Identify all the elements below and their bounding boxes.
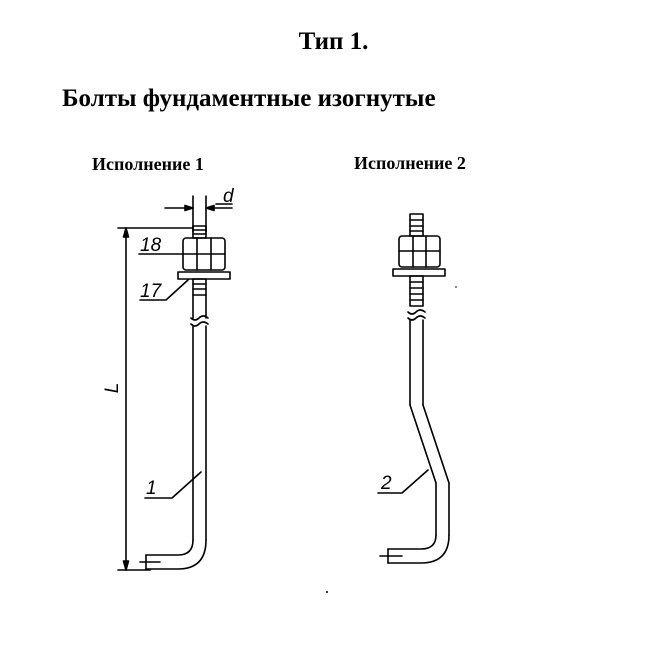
bent-foot-2 xyxy=(379,534,450,564)
label-bolt-1: 1 xyxy=(146,478,157,499)
leader-line-2 xyxy=(377,469,429,494)
washer-1 xyxy=(177,271,231,280)
bolt-variant-2-drawing xyxy=(377,213,450,564)
thread-top-2 xyxy=(409,213,424,237)
washer-2 xyxy=(392,268,446,277)
main-title: Болты фундаментные изогнутые xyxy=(62,85,436,112)
thread-top-1 xyxy=(192,225,207,239)
label-part-17: 17 xyxy=(140,281,163,302)
bolt-variant-1-drawing xyxy=(117,195,233,571)
label-bolt-2: 2 xyxy=(380,473,392,494)
thread-bottom-2 xyxy=(409,275,424,307)
nut-1 xyxy=(182,237,226,271)
leader-lines-1 xyxy=(138,253,202,499)
stray-dot-2 xyxy=(455,286,457,288)
variant-2-title: Исполнение 2 xyxy=(354,153,466,173)
label-l: L xyxy=(102,383,123,394)
bent-foot-1 xyxy=(139,539,207,570)
stray-dot xyxy=(326,591,328,593)
thread-bottom-1 xyxy=(192,278,207,296)
shank-2 xyxy=(407,309,450,536)
dimension-l-lines xyxy=(117,227,194,571)
nut-2 xyxy=(398,235,441,268)
label-d: d xyxy=(223,186,235,207)
label-part-18: 18 xyxy=(140,235,162,256)
type-title: Тип 1. xyxy=(298,28,369,55)
variant-1-title: Исполнение 1 xyxy=(92,154,204,174)
shank-1 xyxy=(190,294,209,541)
